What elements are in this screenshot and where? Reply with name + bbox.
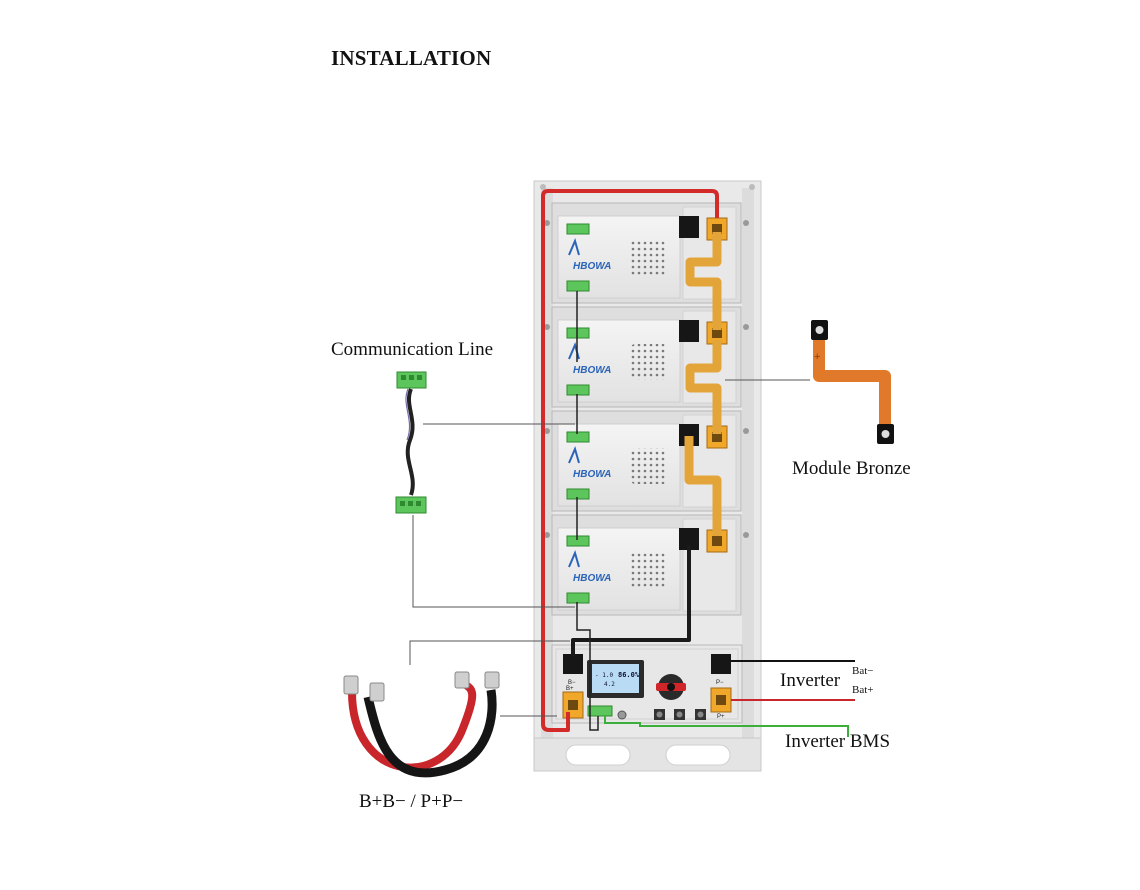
module-comm-port-out[interactable]: [566, 280, 590, 292]
module-negative-terminal[interactable]: [679, 216, 699, 238]
black-main-cable: [571, 545, 691, 656]
label-inverter: Inverter: [780, 670, 841, 691]
module-negative-terminal[interactable]: [679, 528, 699, 550]
brand-logo-icon: [568, 446, 580, 464]
battery-module: [544, 410, 749, 512]
battery-module: [544, 202, 749, 304]
module-comm-port-in[interactable]: [566, 535, 590, 547]
module-negative-terminal[interactable]: [679, 320, 699, 342]
vent-grille: [631, 344, 667, 380]
module-comm-port-out[interactable]: [566, 592, 590, 604]
brand-name: HBOWA: [573, 469, 611, 480]
control-ports: [617, 709, 706, 720]
rotary-switch[interactable]: [656, 674, 686, 700]
brand-logo-icon: [568, 238, 580, 256]
leader-lines: [409, 379, 810, 717]
vent-grille: [631, 552, 667, 588]
brand-name: HBOWA: [573, 573, 611, 584]
power-cables: [343, 671, 500, 778]
label-bat-minus: Bat−: [852, 665, 874, 677]
busbars: [684, 232, 722, 536]
brand-logo-icon: [568, 550, 580, 568]
vent-grille: [631, 448, 667, 484]
bms-comm-port[interactable]: [587, 705, 613, 717]
svg-text:+: +: [814, 351, 820, 363]
module-comm-port-in[interactable]: [566, 223, 590, 235]
label-inverter-bms: Inverter BMS: [785, 731, 891, 752]
p-plus-label: P+: [717, 714, 725, 720]
battery-module: [544, 514, 749, 616]
page-title: INSTALLATION: [331, 46, 492, 70]
b-minus-label: B−: [568, 680, 576, 686]
p-minus-label: P−: [716, 680, 724, 686]
module-bronze-busbar: +: [811, 320, 894, 444]
inverter-bms-line: [604, 716, 849, 737]
module-negative-terminal[interactable]: [679, 424, 699, 446]
lcd-percent: 86.0%: [618, 671, 640, 679]
label-bat-plus: Bat+: [852, 684, 874, 696]
label-module-bronze: Module Bronze: [792, 458, 911, 479]
module-comm-port-in[interactable]: [566, 327, 590, 339]
red-main-cable: [541, 189, 719, 732]
communication-cable: [395, 371, 427, 514]
vent-grille: [631, 240, 667, 276]
module-comm-port-out[interactable]: [566, 384, 590, 396]
b-minus-terminal[interactable]: [563, 654, 583, 674]
control-unit: - 1.0 86.0% 4.2 B−: [551, 644, 743, 724]
p-minus-terminal[interactable]: [711, 654, 731, 674]
b-plus-label: B+: [566, 686, 574, 692]
comm-chain: [576, 291, 599, 731]
brand-name: HBOWA: [573, 261, 611, 272]
label-power-cables: B+B− / P+P−: [359, 791, 464, 812]
lcd-line1: - 1.0: [595, 672, 613, 679]
module-comm-port-in[interactable]: [566, 431, 590, 443]
module-comm-port-out[interactable]: [566, 488, 590, 500]
label-communication-line: Communication Line: [331, 339, 494, 360]
brand-name: HBOWA: [573, 365, 611, 376]
lcd-line2: 4.2: [604, 681, 615, 688]
